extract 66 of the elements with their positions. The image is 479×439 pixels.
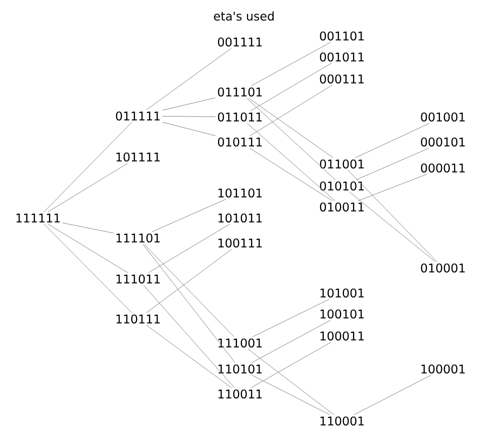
- connector-line: [146, 248, 232, 314]
- connector-line: [250, 148, 332, 202]
- connector-line: [143, 284, 235, 388]
- node-label: 010111: [218, 137, 262, 146]
- node-label: 111001: [218, 338, 262, 348]
- node-label: 001101: [320, 31, 364, 40]
- connector-line: [252, 298, 330, 338]
- connector-line: [48, 224, 128, 273]
- node-label: 110001: [320, 416, 364, 426]
- connector-line: [62, 222, 114, 234]
- connector-line: [246, 98, 336, 180]
- connector-line: [356, 148, 429, 180]
- node-label: 010001: [420, 263, 465, 272]
- node-label: 110111: [116, 314, 160, 324]
- connector-line: [148, 224, 230, 273]
- node-label: 000101: [420, 137, 465, 146]
- node-label: 111111: [16, 214, 60, 222]
- title: eta's used: [214, 11, 274, 21]
- node-label: 100101: [320, 309, 364, 318]
- node-label: 010011: [320, 202, 364, 212]
- connector-line: [248, 98, 334, 158]
- connector-line: [250, 342, 332, 388]
- connector-line: [152, 198, 226, 232]
- connector-line: [349, 192, 436, 262]
- connector-line: [146, 324, 232, 388]
- connector-line: [144, 244, 234, 338]
- connector-line: [162, 116, 216, 117]
- node-label: 100001: [422, 364, 465, 374]
- node-label: 010101: [320, 181, 364, 190]
- connector-line: [348, 170, 438, 262]
- connector-line: [162, 122, 216, 136]
- connector-line: [48, 162, 128, 212]
- connector-line: [252, 374, 330, 416]
- node-label: 011001: [320, 159, 364, 168]
- node-label: 111011: [116, 274, 160, 284]
- connector-line: [248, 348, 334, 416]
- node-label: 101011: [218, 213, 262, 222]
- connector-line: [162, 98, 216, 110]
- node-label: 101111: [116, 152, 160, 162]
- node-label: 011011: [218, 112, 262, 122]
- node-label: 001111: [218, 37, 262, 46]
- node-label: 111101: [116, 233, 160, 242]
- node-label: 110101: [218, 364, 262, 374]
- node-label: 000011: [420, 163, 465, 172]
- connector-line: [358, 174, 428, 202]
- node-label: 100111: [218, 238, 262, 248]
- connector-line: [44, 224, 132, 314]
- node-label: 001001: [420, 112, 465, 122]
- connector-line: [355, 122, 430, 158]
- connector-line: [250, 62, 332, 112]
- node-label: 001011: [320, 52, 364, 62]
- node-label: 101101: [218, 188, 262, 198]
- connector-line: [146, 48, 232, 110]
- connector-line: [354, 374, 432, 416]
- node-label: 110011: [218, 389, 262, 398]
- node-label: 011101: [218, 87, 262, 96]
- connector-line: [44, 122, 132, 212]
- connector-line: [142, 244, 236, 364]
- node-label: 000111: [320, 74, 364, 84]
- connector-line: [251, 42, 331, 86]
- node-label: 101001: [320, 288, 364, 298]
- node-label: 011111: [116, 111, 160, 120]
- connector-line: [250, 84, 332, 136]
- connector-line: [246, 122, 336, 202]
- connector-line: [251, 320, 331, 364]
- node-label: 100011: [320, 331, 364, 340]
